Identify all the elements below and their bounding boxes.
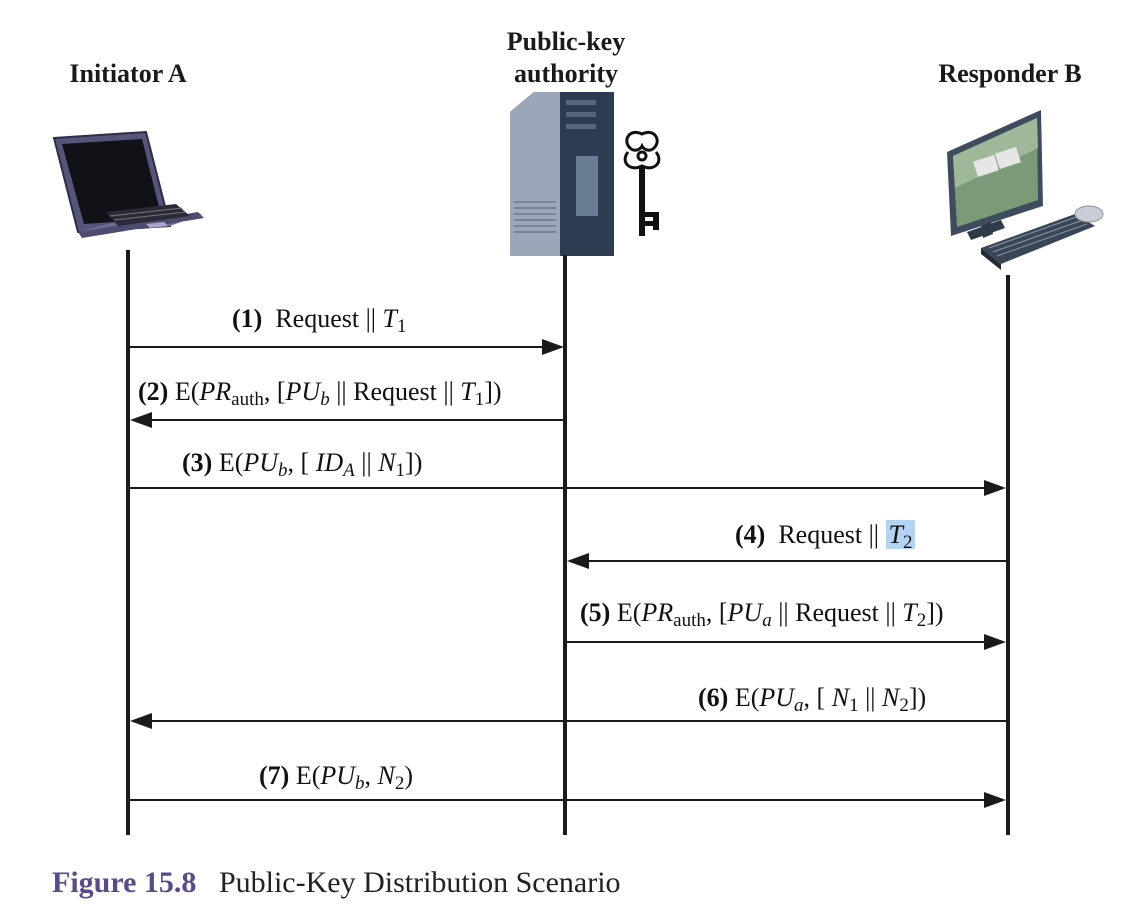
lifeline-initiator: [126, 250, 130, 835]
message-4-label: (4) Request || T2: [735, 520, 916, 552]
message-6-label: (6) E(PUa, [ N1 || N2]): [698, 683, 927, 716]
figure-title: Public-Key Distribution Scenario: [218, 866, 621, 899]
laptop-icon: [52, 130, 204, 238]
message-1-label: (1) Request || T1: [232, 304, 407, 337]
message-3-label: (3) E(PUb, [ IDA || N1]): [182, 448, 423, 481]
authority-label: Public-key authority: [466, 26, 666, 90]
initiator-label: Initiator A: [69, 59, 187, 88]
lifeline-authority: [563, 255, 567, 835]
message-7-label: (7) E(PUb, N2): [259, 761, 414, 794]
figure-number: Figure 15.8: [52, 866, 197, 899]
key-icon: [623, 131, 661, 236]
figure-caption: Figure 15.8 Public-Key Distribution Scen…: [52, 866, 621, 900]
authority-label-line2: authority: [514, 59, 618, 88]
message-5-label: (5) E(PRauth, [PUa || Request || T2]): [580, 598, 944, 631]
server-tower-icon: [510, 92, 614, 256]
responder-label: Responder B: [938, 59, 1082, 88]
highlighted-t2: T2: [885, 520, 916, 552]
message-2-label: (2) E(PRauth, [PUb || Request || T1]): [138, 377, 502, 410]
desktop-computer-icon: [947, 110, 1104, 270]
lifeline-responder: [1006, 275, 1010, 835]
authority-label-line1: Public-key: [506, 27, 626, 56]
